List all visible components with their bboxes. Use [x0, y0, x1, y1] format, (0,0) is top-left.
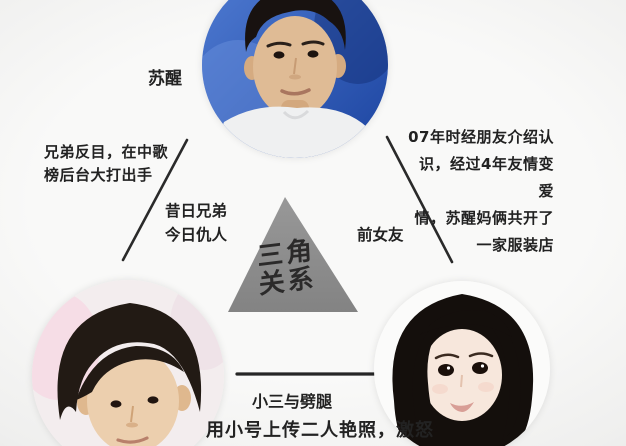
woman-portrait-art	[374, 281, 550, 446]
left-edge-label-line1: 昔日兄弟	[165, 202, 228, 220]
left-note: 兄弟反目，在中歌 榜后台大打出手	[44, 141, 168, 187]
bottom-edge-label: 小三与劈腿	[252, 392, 333, 411]
man-portrait-blue-background-photo	[202, 0, 388, 158]
right-note-line3: 情，苏醒妈俩共开了	[414, 209, 554, 227]
left-note-line1: 兄弟反目，在中歌	[44, 143, 169, 161]
right-note-line2: 识，经过4年友情变爱	[419, 155, 554, 200]
right-note-line4: 一家服装店	[476, 236, 554, 254]
right-note: 07年时经朋友介绍认 识，经过4年友情变爱 情，苏醒妈俩共开了 一家服装店	[408, 124, 554, 259]
man-blue-portrait-art	[202, 0, 388, 158]
man-fringe-portrait-art	[32, 280, 224, 446]
triangle-label: 三角 关系	[257, 235, 318, 301]
bottom-note: 用小号上传二人艳照，激怒	[206, 420, 434, 441]
woman-portrait-long-dark-hair-photo	[374, 281, 550, 446]
right-edge-label: 前女友	[357, 226, 404, 244]
man-portrait-long-fringe-photo	[32, 280, 224, 446]
left-note-line2: 榜后台大打出手	[44, 166, 153, 184]
left-edge-label: 昔日兄弟 今日仇人	[165, 199, 227, 247]
right-note-line1: 07年时经朋友介绍认	[408, 128, 554, 146]
person-name-label-top: 苏醒	[148, 69, 182, 89]
triangle-label-line2: 关系	[258, 263, 318, 301]
left-edge-label-line2: 今日仇人	[165, 226, 228, 244]
